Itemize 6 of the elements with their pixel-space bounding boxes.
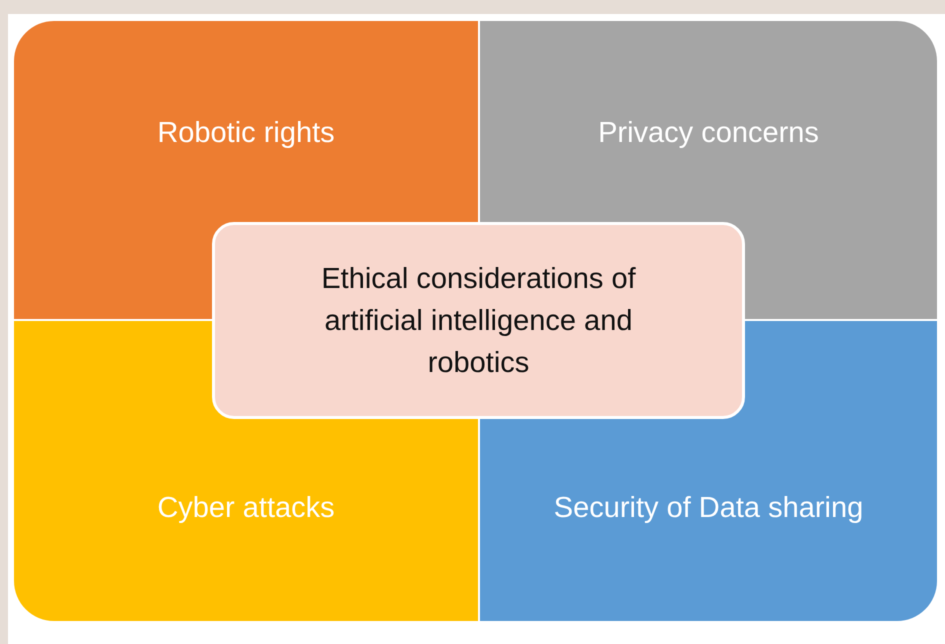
- topic-label: Security of Data sharing: [554, 491, 864, 526]
- central-topic-box: [212, 222, 745, 419]
- topic-label: Cyber attacks: [157, 491, 335, 526]
- topic-label: Robotic rights: [157, 116, 335, 151]
- topic-label: Privacy concerns: [598, 116, 819, 151]
- central-topic-label: Ethical considerations of artificial intelligence and robotics: [320, 262, 637, 380]
